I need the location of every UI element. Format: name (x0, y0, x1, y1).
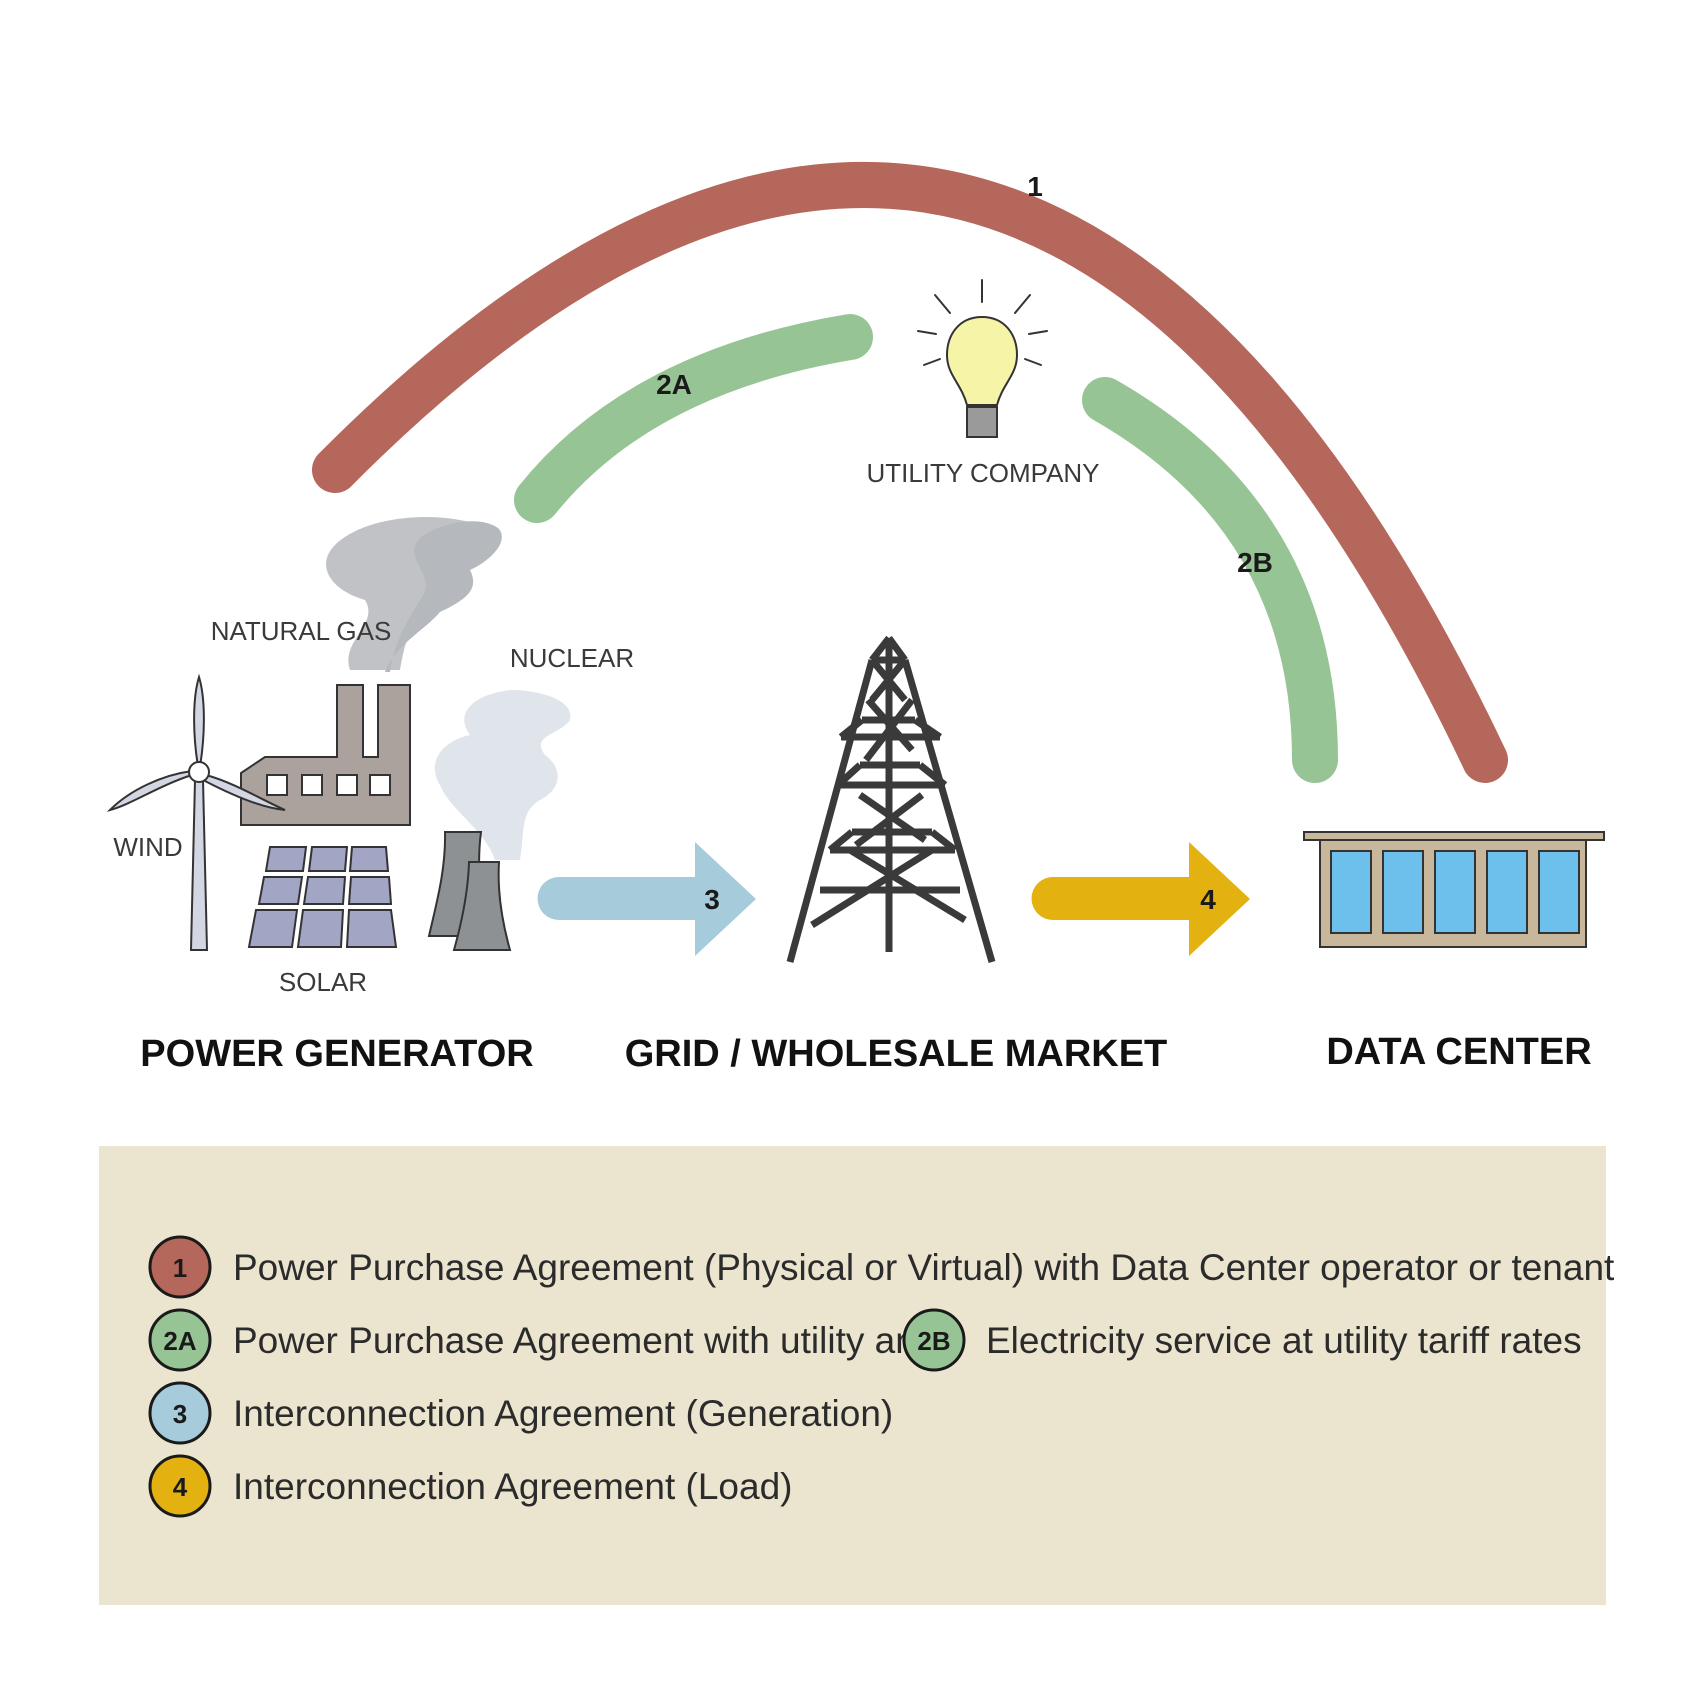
legend-text-4: Interconnection Agreement (Load) (233, 1466, 792, 1507)
interconnection-generation-arrow (537, 842, 756, 956)
smoke-icon (326, 516, 502, 672)
light-bulb-icon (917, 279, 1048, 438)
legend-item: 4 Interconnection Agreement (Load) (148, 1454, 792, 1518)
arc-label-2a: 2A (656, 369, 692, 400)
legend-badge-text-1: 1 (173, 1253, 187, 1283)
solar-label: SOLAR (279, 967, 367, 997)
power-generator-title: POWER GENERATOR (140, 1033, 533, 1075)
ppa-arc-1 (312, 161, 1508, 783)
legend-panel (99, 1146, 1606, 1605)
legend-item: 3 Interconnection Agreement (Generation) (148, 1381, 893, 1445)
transmission-tower-icon (786, 635, 996, 963)
legend-text-2b: Electricity service at utility tariff ra… (986, 1320, 1582, 1361)
grid-wholesale-market-title: GRID / WHOLESALE MARKET (625, 1033, 1168, 1075)
arc-label-2b: 2B (1237, 547, 1273, 578)
data-center-title: DATA CENTER (1326, 1031, 1591, 1073)
utility-service-arc-2b (1082, 377, 1338, 783)
legend-item: 1 Power Purchase Agreement (Physical or … (148, 1235, 1615, 1299)
legend-badge-text-3: 3 (173, 1399, 187, 1429)
legend-badge-2b (902, 1308, 966, 1372)
legend-badge-text-2a: 2A (163, 1326, 196, 1356)
ppa-arc-2a (514, 314, 873, 523)
factory-icon (240, 684, 411, 826)
interconnection-load-arrow (1031, 842, 1250, 956)
arrow-label-3: 3 (704, 884, 720, 915)
legend-badge-4 (148, 1454, 212, 1518)
legend-text-1: Power Purchase Agreement (Physical or Vi… (233, 1247, 1615, 1288)
arrow-label-4: 4 (1200, 884, 1216, 915)
wind-turbine-icon (106, 673, 286, 951)
legend-badge-2a (148, 1308, 212, 1372)
legend-item: 2B Electricity service at utility tariff… (902, 1308, 1582, 1372)
legend-badge-1 (148, 1235, 212, 1299)
data-center-building-icon (1303, 831, 1605, 948)
solar-panel-icon (247, 846, 398, 948)
natural-gas-label: NATURAL GAS (211, 616, 392, 646)
arc-label-1: 1 (1027, 171, 1043, 202)
nuclear-label: NUCLEAR (510, 643, 634, 673)
legend-badge-text-4: 4 (173, 1472, 188, 1502)
legend-badge-text-2b: 2B (917, 1326, 950, 1356)
legend-text-3: Interconnection Agreement (Generation) (233, 1393, 893, 1434)
steam-icon (434, 690, 571, 860)
legend-item: 2A Power Purchase Agreement with utility… (148, 1308, 936, 1372)
legend-text-2a: Power Purchase Agreement with utility an… (233, 1320, 936, 1361)
wind-label: WIND (113, 832, 182, 862)
legend-badge-3 (148, 1381, 212, 1445)
utility-company-label: UTILITY COMPANY (866, 458, 1099, 488)
cooling-tower-icon (427, 831, 512, 951)
